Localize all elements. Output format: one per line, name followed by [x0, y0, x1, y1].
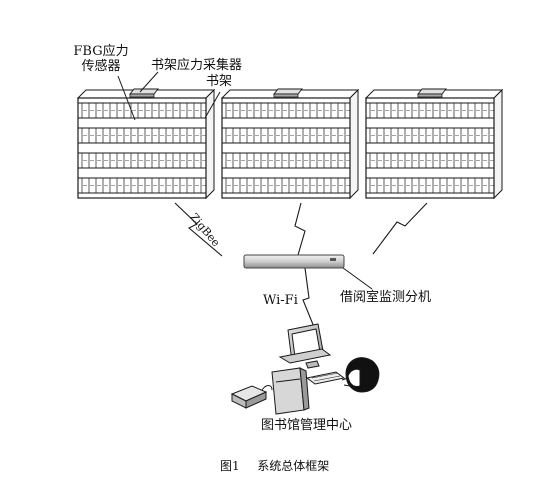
label-pointers [117, 71, 373, 290]
wifi-label: Wi-Fi [263, 293, 298, 308]
figure-caption: 图1 系统总体框架 [220, 459, 329, 474]
monitor-station-icon [243, 254, 345, 269]
figure-number: 图1 [220, 459, 240, 473]
bookshelf-icon [76, 88, 216, 200]
figure-title: 系统总体框架 [257, 459, 330, 473]
wireless-links [174, 202, 428, 328]
wireless-link-icon [294, 202, 306, 256]
fbg-sensor-label-line1: FBG应力 [73, 44, 129, 59]
submonitor-label: 借阅室监测分机 [340, 290, 432, 305]
wireless-link-icon [302, 267, 315, 328]
printer-icon [230, 385, 273, 409]
person-icon [341, 357, 380, 393]
sensor-module-icon [129, 88, 159, 98]
collector-label: 书架应力采集器 [151, 58, 243, 73]
fbg-sensor-label: FBG应力 传感器 [66, 44, 136, 74]
sensor-module-icon [273, 88, 303, 98]
shelf-label: 书架 [206, 74, 233, 89]
bookshelves-group [76, 88, 504, 200]
management-center-label: 图书馆管理中心 [261, 418, 353, 433]
bookshelf-icon [364, 88, 504, 200]
wireless-link-icon [174, 202, 223, 257]
bookshelf-icon [220, 88, 360, 200]
fbg-sensor-label-line2: 传感器 [81, 59, 121, 74]
sensor-module-icon [417, 88, 447, 98]
computer-icon [271, 323, 346, 415]
wireless-link-icon [372, 202, 428, 255]
